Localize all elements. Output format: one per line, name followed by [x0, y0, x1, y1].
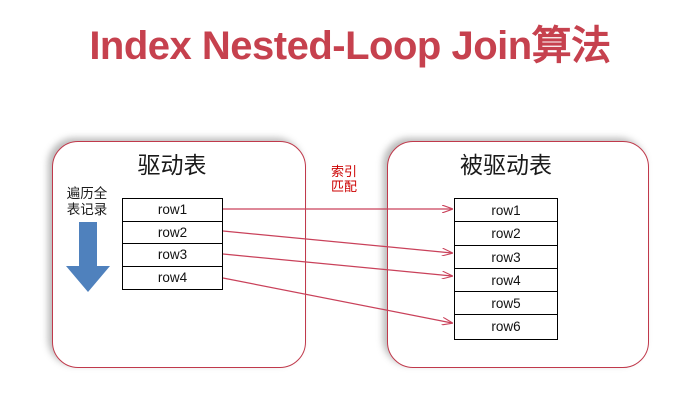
- table-row: row4: [123, 266, 222, 289]
- driving-table-caption: 驱动表: [137, 152, 207, 178]
- down-arrow-icon: [66, 222, 110, 292]
- table-row: row4: [455, 268, 557, 293]
- table-row: row3: [455, 245, 557, 269]
- full-table-scan-label-line1: 遍历全: [66, 186, 108, 201]
- page-title: Index Nested-Loop Join算法: [89, 24, 611, 68]
- table-row: row6: [455, 315, 557, 339]
- full-table-scan-label: 遍历全 表记录: [56, 186, 118, 218]
- index-match-label-line1: 索引: [330, 164, 357, 179]
- table-row: row1: [123, 199, 222, 222]
- table-row: row1: [455, 199, 557, 223]
- full-table-scan-label-line2: 表记录: [66, 202, 108, 217]
- driven-table: row1 row2 row3 row4 row5 row6: [454, 198, 558, 340]
- table-row: row5: [455, 292, 557, 316]
- index-match-label-line2: 匹配: [330, 179, 357, 194]
- table-row: row3: [123, 244, 222, 267]
- table-row: row2: [123, 221, 222, 244]
- table-row: row2: [455, 222, 557, 246]
- index-match-label: 索引 匹配: [322, 164, 366, 194]
- driven-table-caption: 被驱动表: [460, 152, 552, 178]
- driving-table: row1 row2 row3 row4: [122, 198, 223, 290]
